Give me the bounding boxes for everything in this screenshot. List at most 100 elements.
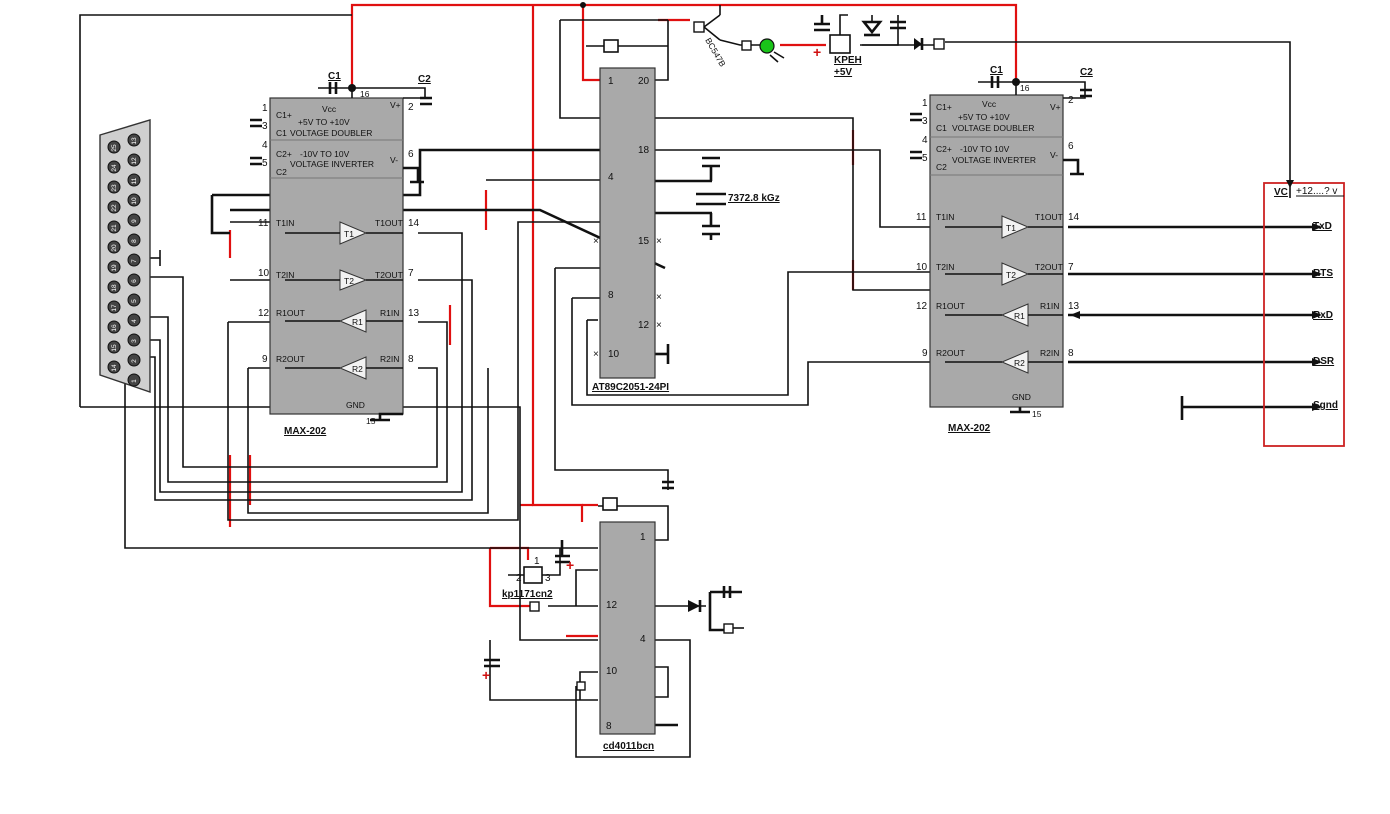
rxd-label: RxD bbox=[1313, 310, 1333, 321]
t1-gate-label: T1 bbox=[1006, 223, 1016, 233]
r1-gate-label: R1 bbox=[352, 317, 363, 327]
c2m-label: C2 bbox=[276, 167, 287, 177]
c1m-label: C1 bbox=[936, 123, 947, 133]
pin-12: 12 bbox=[606, 600, 618, 611]
inverter-label-2: VOLTAGE INVERTER bbox=[952, 155, 1036, 165]
r1in-label: R1IN bbox=[1040, 301, 1059, 311]
db25-pin-label: 8 bbox=[131, 239, 138, 243]
t1in-label: T1IN bbox=[936, 212, 954, 222]
t1-gate-label: T1 bbox=[344, 229, 354, 239]
regulator-label: KPEH bbox=[834, 55, 862, 66]
c1p-label: C1+ bbox=[276, 110, 292, 120]
pin-8: 8 bbox=[606, 721, 612, 732]
vcc-label: Vcc bbox=[322, 104, 337, 114]
vminus-label: V- bbox=[390, 155, 398, 165]
db25-pin-label: 15 bbox=[111, 344, 118, 352]
logic-cd4011: 1 12 4 10 8 cd4011bcn + bbox=[482, 480, 744, 752]
r2out-label: R2OUT bbox=[276, 354, 305, 364]
db25-pin-label: 2 bbox=[131, 359, 138, 363]
db25-pin-13 bbox=[127, 133, 141, 147]
resistor bbox=[741, 40, 752, 51]
pin-4: 4 bbox=[608, 172, 614, 183]
pin-2: 2 bbox=[1068, 95, 1074, 106]
db25-pin-label: 11 bbox=[131, 177, 138, 184]
pin-6: 6 bbox=[408, 149, 414, 160]
db25-pin-25 bbox=[107, 140, 121, 154]
pin-10: 10 bbox=[606, 666, 618, 677]
arrow-right-icon bbox=[1312, 358, 1322, 366]
chip-name: cd4011bcn bbox=[603, 741, 654, 752]
arrow-right-icon bbox=[1312, 403, 1322, 411]
pin-5: 5 bbox=[922, 153, 928, 164]
power-section: BC547B KPEH +5V + bbox=[693, 14, 945, 78]
chip-name: MAX-202 bbox=[284, 426, 327, 437]
db25-pin-label: 3 bbox=[131, 339, 138, 343]
pin-14: 14 bbox=[1068, 212, 1080, 223]
pin-12: 12 bbox=[916, 301, 928, 312]
db25-pin-label: 12 bbox=[131, 157, 138, 165]
db25-pin-label: 25 bbox=[111, 144, 118, 152]
dsr-label: DSR bbox=[1313, 356, 1335, 367]
gnd-label: GND bbox=[1012, 392, 1031, 402]
pin-6: 6 bbox=[1068, 141, 1074, 152]
pin-1: 1 bbox=[922, 98, 928, 109]
max202-right-chip: Vcc +5V TO +10V VOLTAGE DOUBLER -10V TO … bbox=[910, 65, 1093, 434]
db25-pin-14 bbox=[107, 360, 121, 374]
chip-name: MAX-202 bbox=[948, 423, 991, 434]
voltage-label: +12....? v bbox=[1296, 186, 1337, 197]
db25-pin-3 bbox=[127, 333, 141, 347]
diode-icon bbox=[861, 20, 883, 35]
pin-8: 8 bbox=[1068, 348, 1074, 359]
arrow-right-icon bbox=[1312, 223, 1322, 231]
pin-2: 2 bbox=[516, 573, 522, 584]
db25-pin-7 bbox=[127, 253, 141, 267]
gnd-label: GND bbox=[346, 400, 365, 410]
pin-8: 8 bbox=[408, 354, 414, 365]
db25-pin-24 bbox=[107, 160, 121, 174]
pin-10: 10 bbox=[916, 262, 928, 273]
signal-wires bbox=[79, 5, 1320, 758]
db25-pin-17 bbox=[107, 300, 121, 314]
vcc-label: Vcc bbox=[982, 99, 997, 109]
pin-7: 7 bbox=[408, 268, 414, 279]
chip-name: AT89C2051-24PI bbox=[592, 382, 669, 393]
db25-pin-label: 5 bbox=[131, 299, 138, 303]
r1in-label: R1IN bbox=[380, 308, 399, 318]
pin-10: 10 bbox=[258, 268, 270, 279]
t2in-label: T2IN bbox=[276, 270, 294, 280]
vminus-label: V- bbox=[1050, 150, 1058, 160]
t1in-label: T1IN bbox=[276, 218, 294, 228]
crystal-label: 7372.8 kGz bbox=[728, 193, 780, 204]
db25-pin-label: 6 bbox=[131, 279, 138, 283]
pin-15: 15 bbox=[1032, 409, 1042, 419]
timer-body bbox=[523, 566, 543, 584]
chip-name: kp1171cn2 bbox=[502, 589, 553, 600]
doubler-label-2: VOLTAGE DOUBLER bbox=[952, 123, 1034, 133]
db25-pin-label: 17 bbox=[111, 304, 118, 312]
txd-label: TxD bbox=[1313, 221, 1332, 232]
t2out-label: T2OUT bbox=[1035, 262, 1063, 272]
resistor bbox=[529, 601, 540, 612]
db25-pin-9 bbox=[127, 213, 141, 227]
r2-gate-label: R2 bbox=[352, 364, 363, 374]
db25-pin-label: 10 bbox=[131, 197, 138, 205]
vc-label: VC bbox=[1274, 187, 1288, 198]
regulator-voltage: +5V bbox=[834, 67, 852, 78]
db25-pin-21 bbox=[107, 220, 121, 234]
pin-2: 2 bbox=[408, 102, 414, 113]
db25-pin-12 bbox=[127, 153, 141, 167]
db25-pin-1 bbox=[127, 373, 141, 387]
db25-pin-8 bbox=[127, 233, 141, 247]
db25-pin-11 bbox=[127, 173, 141, 187]
pin-10: 10 bbox=[608, 349, 620, 360]
db25-pin-label: 13 bbox=[131, 137, 138, 145]
db25-pin-label: 23 bbox=[111, 184, 118, 192]
r2out-label: R2OUT bbox=[936, 348, 965, 358]
nc-mark: × bbox=[656, 292, 662, 303]
r1out-label: R1OUT bbox=[936, 301, 965, 311]
pin-8: 8 bbox=[608, 290, 614, 301]
r2-gate-label: R2 bbox=[1014, 358, 1025, 368]
db25-pin-16 bbox=[107, 320, 121, 334]
nc-mark: × bbox=[593, 236, 599, 247]
